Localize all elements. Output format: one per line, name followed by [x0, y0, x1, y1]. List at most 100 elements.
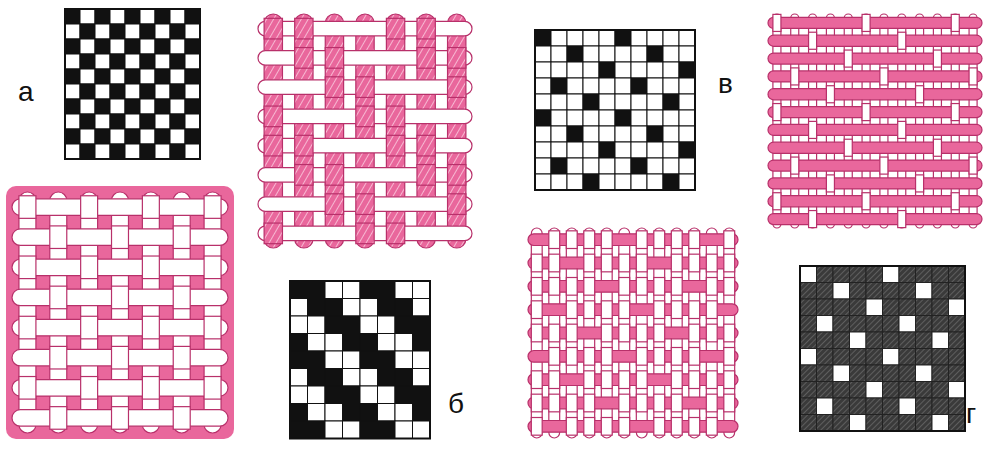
grid-cell — [551, 94, 567, 110]
grid-cell — [125, 54, 140, 69]
weave-grid — [65, 9, 200, 159]
grid-cell — [170, 24, 185, 39]
warp-float — [809, 211, 817, 228]
grid-cell — [343, 281, 361, 299]
weave-grid — [290, 281, 430, 439]
grid-cell — [125, 39, 140, 54]
warp-float — [636, 278, 647, 296]
grid-cell — [378, 369, 396, 387]
grid-cell — [95, 9, 110, 24]
warp-float — [50, 407, 67, 430]
grid-cell — [360, 421, 378, 439]
grid-cell — [883, 316, 900, 333]
grid-cell — [325, 369, 343, 387]
warp-float — [264, 135, 282, 156]
grid-cell — [140, 114, 155, 129]
warp-float — [112, 286, 129, 309]
grid-cell — [155, 9, 170, 24]
grid-cell — [583, 78, 599, 94]
warp-float — [356, 77, 374, 98]
weft-thread — [768, 71, 982, 82]
grid-cell — [308, 316, 326, 334]
grid-cell — [599, 62, 615, 78]
warp-float — [898, 211, 906, 228]
warp-float — [654, 324, 665, 342]
grid-cell — [932, 415, 949, 432]
grid-cell — [535, 126, 551, 142]
grid-cell — [395, 421, 413, 439]
grid-cell — [615, 46, 631, 62]
warp-float — [898, 32, 906, 49]
grid-border — [290, 281, 430, 439]
grid-cell — [360, 316, 378, 334]
grid-cell — [65, 84, 80, 99]
weft-thread — [12, 319, 228, 336]
warp-float — [173, 286, 190, 309]
grid-cell — [170, 69, 185, 84]
grid-border — [535, 30, 695, 190]
grid-cell — [395, 334, 413, 352]
grid-cell — [290, 369, 308, 387]
grid-cell — [866, 398, 883, 415]
warp-float — [862, 104, 870, 121]
grid-cell — [949, 365, 966, 382]
warp-float — [689, 348, 700, 366]
grid-cell — [631, 62, 647, 78]
grid-cell — [185, 69, 200, 84]
warp-float — [706, 254, 717, 272]
grid-cell — [932, 266, 949, 283]
warp-float — [671, 231, 682, 249]
grid-cell — [378, 351, 396, 369]
grid-cell — [110, 129, 125, 144]
weft-thread — [768, 178, 982, 189]
grid-cell — [833, 349, 850, 366]
warp-float — [636, 348, 647, 366]
grid-cell — [413, 386, 431, 404]
grid-cell — [663, 158, 679, 174]
warp-float — [584, 278, 595, 296]
grid-cell — [883, 415, 900, 432]
warp-float — [549, 231, 560, 249]
grid-cell — [170, 84, 185, 99]
grid-cell — [170, 99, 185, 114]
grid-cell — [95, 24, 110, 39]
warp-float — [584, 348, 595, 366]
warp-float — [601, 418, 612, 436]
grid-cell — [615, 158, 631, 174]
grid-cell — [817, 349, 834, 366]
grid-cell — [140, 99, 155, 114]
warp-float — [566, 278, 577, 296]
grid-cell — [663, 174, 679, 190]
grid-cell — [413, 421, 431, 439]
weft-thread — [258, 51, 472, 66]
grid-cell — [567, 158, 583, 174]
grid-cell — [290, 334, 308, 352]
warp-float — [809, 32, 817, 49]
warp-float — [204, 316, 221, 339]
grid-cell — [916, 365, 933, 382]
grid-cell — [899, 283, 916, 300]
grid-cell — [308, 369, 326, 387]
grid-cell — [413, 404, 431, 422]
warp-float — [566, 394, 577, 412]
warp-thread — [724, 228, 735, 438]
warp-float — [844, 50, 852, 67]
grid-cell — [65, 54, 80, 69]
grid-cell — [125, 114, 140, 129]
grid-cell — [833, 398, 850, 415]
weft-thread — [768, 214, 982, 225]
grid-cell — [949, 415, 966, 432]
grid-cell — [883, 299, 900, 316]
grid-cell — [535, 158, 551, 174]
warp-float — [386, 106, 404, 127]
warp-float — [81, 316, 98, 339]
warp-float — [969, 157, 977, 174]
grid-cell — [567, 46, 583, 62]
grid-cell — [647, 110, 663, 126]
grid-cell — [95, 69, 110, 84]
warp-thread — [325, 14, 343, 248]
grid-cell — [800, 398, 817, 415]
grid-cell — [325, 421, 343, 439]
grid-cell — [360, 386, 378, 404]
